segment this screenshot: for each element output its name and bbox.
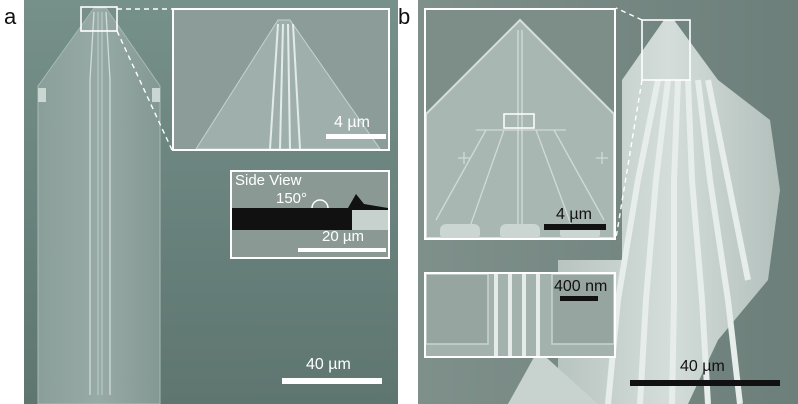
tip-inset-scale-bar bbox=[326, 134, 386, 139]
tip-inset-scale-label: 4 µm bbox=[334, 114, 370, 131]
panel-b-scale-label: 40 µm bbox=[680, 358, 725, 375]
panel-a-sem-image: 4 µm Side View 150° 20 µm 40 µm bbox=[24, 0, 398, 404]
nano-inset-scale-label: 400 nm bbox=[554, 278, 608, 295]
nano-zoom-graphic bbox=[426, 274, 614, 356]
panel-label-a: a bbox=[4, 4, 17, 29]
side-view-title: Side View bbox=[235, 172, 302, 189]
tip-zoom-inset-b: 4 µm bbox=[424, 8, 616, 240]
side-view-scale-bar bbox=[298, 248, 386, 252]
nano-inset-scale-bar bbox=[560, 296, 598, 301]
tip-inset-b-scale-label: 4 µm bbox=[556, 206, 592, 223]
side-view-scale-label: 20 µm bbox=[322, 228, 364, 245]
panel-b-sem-image: 4 µm 400 nm 40 µm bbox=[418, 0, 798, 404]
panel-b-scale-bar bbox=[630, 380, 780, 386]
side-view-graphic bbox=[232, 172, 388, 257]
nano-zoom-inset: 400 nm bbox=[424, 272, 616, 358]
tip-zoom-graphic bbox=[174, 10, 388, 149]
tip-zoom-inset: 4 µm bbox=[172, 8, 390, 151]
panel-label-b: b bbox=[398, 4, 411, 29]
side-view-angle: 150° bbox=[276, 190, 308, 207]
panel-a-scale-bar bbox=[282, 378, 382, 384]
side-view-inset: Side View 150° 20 µm bbox=[230, 170, 390, 259]
tip-zoom-b-graphic bbox=[426, 10, 614, 238]
tip-inset-b-scale-bar bbox=[544, 224, 606, 230]
panel-a-scale-label: 40 µm bbox=[306, 356, 351, 373]
